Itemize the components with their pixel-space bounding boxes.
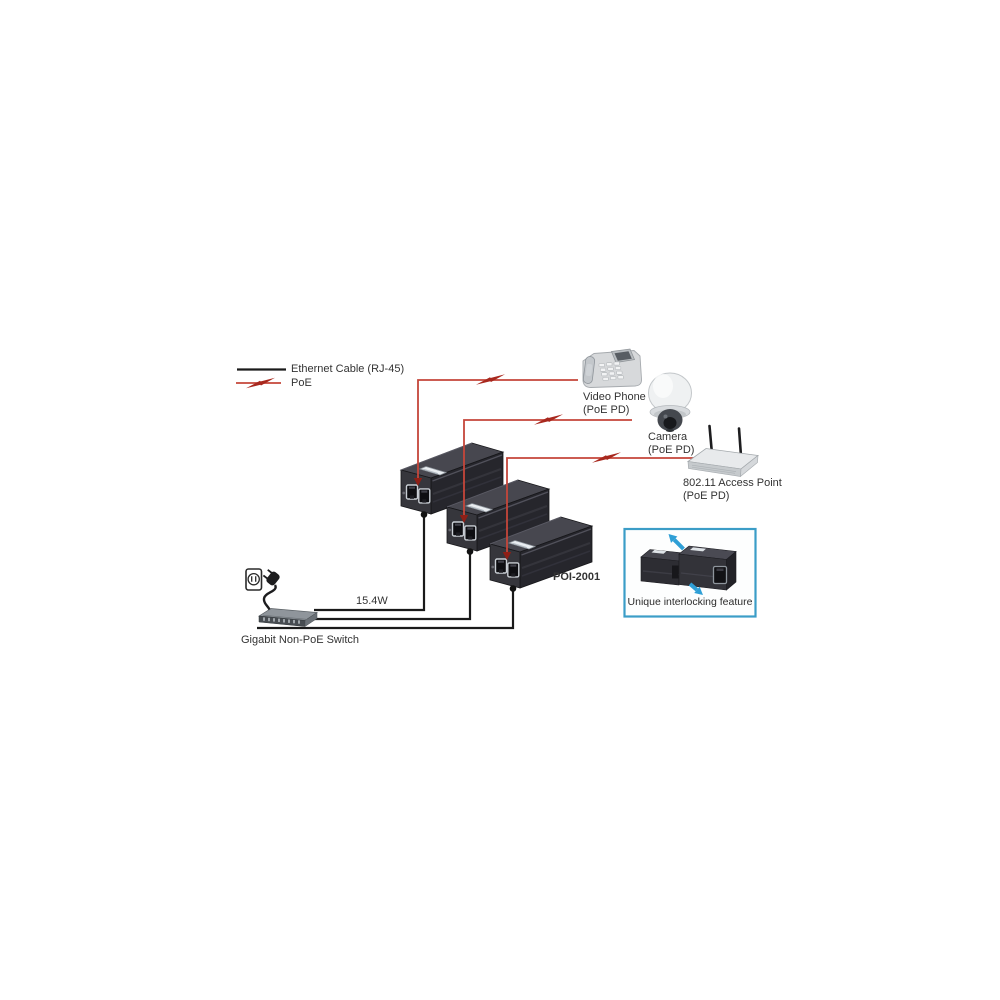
- interlock-arrows: [668, 534, 703, 595]
- legend-poe-text: PoE: [291, 377, 312, 389]
- power-cable: [262, 584, 277, 611]
- interlock-device-left: [640, 549, 689, 586]
- camera-graphic: [648, 372, 692, 432]
- power-plug-icon: [262, 569, 280, 611]
- power-outlet-icon: [245, 568, 263, 591]
- power-budget-text: 15.4W: [356, 595, 388, 607]
- access-point-graphic: [686, 424, 759, 478]
- camera-type: (PoE PD): [648, 444, 695, 456]
- access-point-type: (PoE PD): [683, 490, 730, 502]
- switch-label-text: Gigabit Non-PoE Switch: [241, 634, 359, 646]
- ethernet-cable-3: [257, 589, 515, 630]
- legend-symbols: [236, 368, 286, 389]
- access-point-label: 802.11 Access Point (PoE PD): [683, 477, 782, 503]
- interlock-device-right: [678, 545, 737, 591]
- legend-ethernet-text: Ethernet Cable (RJ-45): [291, 363, 405, 375]
- poe-cable-camera: [463, 419, 632, 516]
- legend-ethernet-label: Ethernet Cable (RJ-45): [291, 363, 404, 376]
- access-point-name: 802.11 Access Point: [683, 477, 782, 489]
- video-phone-label: Video Phone (PoE PD): [583, 391, 646, 417]
- phone-keypad: [598, 361, 624, 381]
- injector-model-label: POI-2001: [553, 571, 600, 584]
- video-phone-type: (PoE PD): [583, 404, 630, 416]
- callout-caption-text: Unique interlocking feature: [627, 595, 753, 608]
- interlock-callout: [623, 527, 757, 618]
- phone-handset: [582, 356, 596, 384]
- poe-cables: [413, 374, 695, 560]
- video-phone-name: Video Phone: [583, 391, 646, 403]
- poe-cable-ap: [506, 457, 695, 553]
- poe-injector-group: [401, 443, 592, 588]
- poe-cable-phone: [417, 379, 578, 479]
- camera-label: Camera (PoE PD): [648, 431, 694, 457]
- legend-poe-label: PoE: [291, 377, 312, 390]
- ethernet-cable-2: [310, 552, 472, 621]
- cable-dots: [420, 511, 517, 592]
- video-phone-graphic: [582, 348, 642, 388]
- gigabit-switch-graphic: [257, 608, 319, 627]
- ethernet-cables: [257, 515, 515, 630]
- injector-model-text: POI-2001: [553, 571, 601, 583]
- switch-label: Gigabit Non-PoE Switch: [241, 634, 359, 647]
- camera-name: Camera: [648, 431, 688, 443]
- ethernet-cable-1: [314, 515, 426, 612]
- antenna-right: [737, 427, 743, 458]
- power-budget-label: 15.4W: [356, 595, 388, 608]
- callout-caption: Unique interlocking feature: [626, 596, 754, 609]
- poe-arrowheads: [413, 478, 512, 560]
